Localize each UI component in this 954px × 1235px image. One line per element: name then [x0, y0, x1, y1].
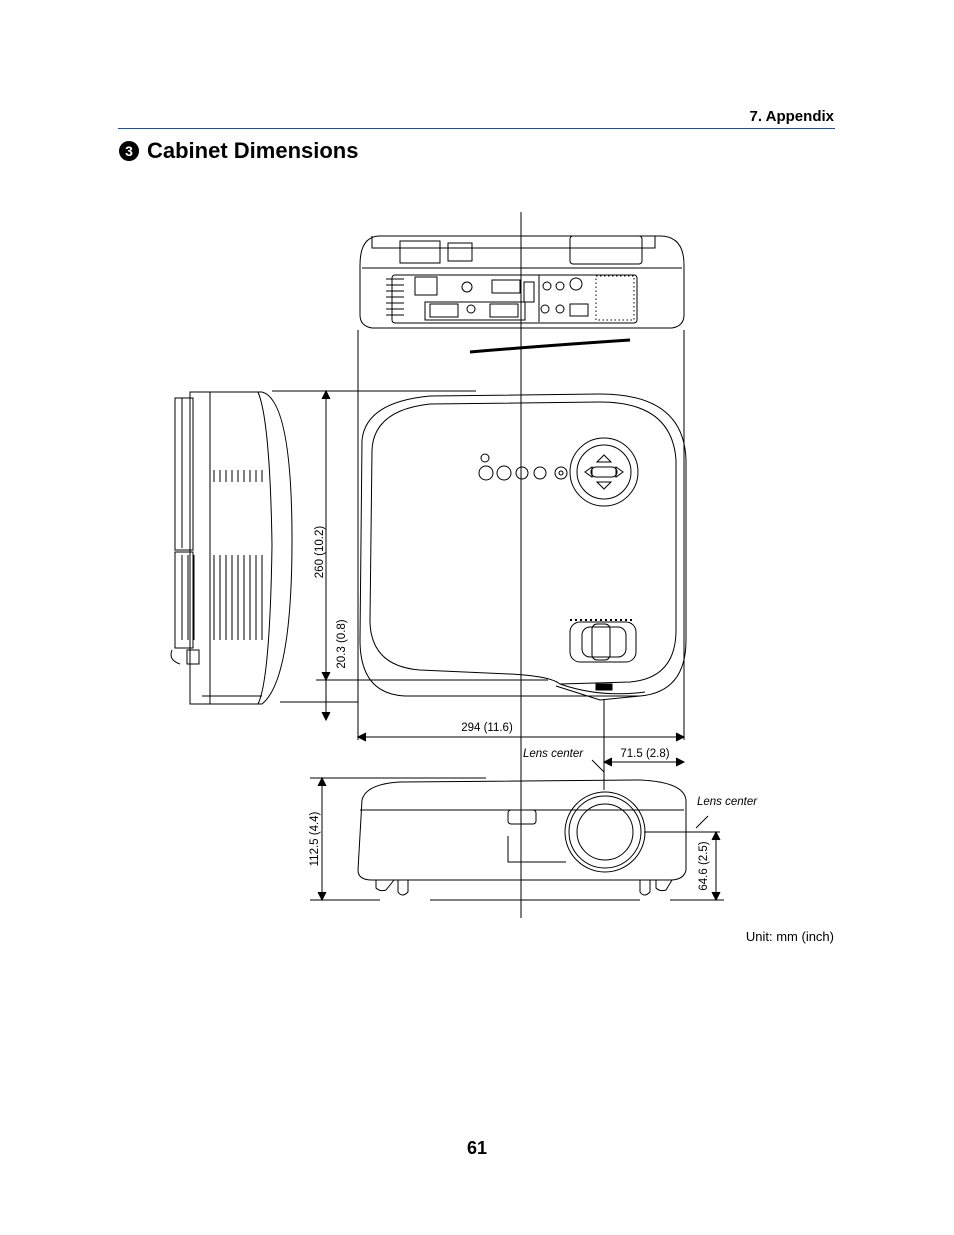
dim-lens-offset: 71.5 (2.8): [620, 748, 669, 760]
unit-note: Unit: mm (inch): [745, 929, 834, 944]
page-number: 61: [466, 1138, 488, 1158]
section-number-badge: 3: [119, 141, 139, 161]
dim-height-side: 260 (10.2): [314, 526, 326, 579]
rear-view: [359, 235, 685, 354]
dimension-lines: [272, 389, 724, 902]
dim-foot-height: 20.3 (0.8): [336, 619, 348, 668]
dim-front-height: 112.5 (4.4): [309, 811, 321, 866]
section-label: 7. Appendix: [749, 108, 834, 125]
side-view: [170, 391, 293, 705]
front-view: [310, 777, 687, 901]
lens-center-label-top: Lens center: [523, 748, 584, 760]
top-view: [357, 330, 687, 740]
header-rule: [118, 128, 835, 129]
dim-width: 294 (11.6): [461, 722, 513, 734]
lens-center-label-front: Lens center: [697, 796, 758, 808]
page-title: Cabinet Dimensions: [147, 138, 359, 163]
dim-lens-height: 64.6 (2.5): [698, 841, 710, 890]
heading: 3 Cabinet Dimensions: [119, 138, 358, 164]
